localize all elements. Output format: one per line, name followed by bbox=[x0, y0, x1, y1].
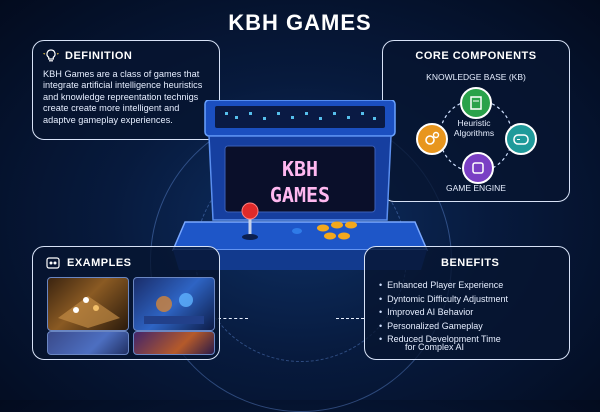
joystick-icon bbox=[241, 202, 259, 240]
core-heading: CORE COMPONENTS bbox=[415, 50, 537, 62]
gears-icon bbox=[425, 131, 440, 145]
cabinet-screen-line2: GAMES bbox=[270, 183, 330, 207]
book-icon bbox=[470, 96, 482, 110]
engine-label: GAME ENGINE bbox=[446, 183, 506, 193]
engine-node bbox=[462, 152, 494, 184]
page-title: KBH GAMES bbox=[228, 10, 372, 35]
examples-panel: EXAMPLES bbox=[32, 246, 220, 360]
definition-heading: DEFINITION bbox=[65, 50, 133, 62]
kb-label: KNOWLEDGE BASE (KB) bbox=[426, 72, 526, 82]
chip-icon bbox=[472, 162, 484, 174]
benefit-item: Personalized Gameplay bbox=[379, 320, 508, 334]
cabinet-screen-line1: KBH bbox=[282, 157, 318, 181]
arcade-buttons bbox=[292, 221, 357, 240]
benefit-item: Dyntomic Difficulty Adjustment bbox=[379, 293, 508, 307]
example-thumb-chess bbox=[47, 277, 129, 331]
chess-icon bbox=[46, 257, 60, 269]
kb-node bbox=[460, 87, 492, 119]
heuristic-node bbox=[416, 123, 448, 155]
examples-heading: EXAMPLES bbox=[67, 257, 132, 269]
connector-right-bottom bbox=[336, 318, 364, 319]
example-thumb-fantasy bbox=[133, 331, 215, 355]
benefits-panel: BENEFITS Enhanced Player Experience Dynt… bbox=[364, 246, 570, 360]
gamepad-icon bbox=[513, 134, 529, 145]
example-thumb-strategy bbox=[133, 277, 215, 331]
definition-panel: DEFINITION KBH Games are a class of game… bbox=[32, 40, 220, 140]
arcade-cabinet: KBH GAMES bbox=[171, 100, 429, 270]
core-components-panel: CORE COMPONENTS KNOWLEDGE BASE (KB) Heur… bbox=[382, 40, 570, 202]
benefit-item-continuation: for Complex AI bbox=[405, 342, 465, 352]
benefits-heading: BENEFITS bbox=[441, 257, 500, 269]
definition-text: KBH Games are a class of games that inte… bbox=[43, 69, 203, 125]
example-thumb-rpg bbox=[47, 331, 129, 355]
heuristic-label: Heuristic Algorithms bbox=[453, 118, 495, 138]
benefit-item: Reduced Development Time bbox=[379, 333, 508, 347]
connector-left-bottom bbox=[218, 318, 248, 319]
benefit-item: Improved AI Behavior bbox=[379, 306, 508, 320]
lightbulb-icon bbox=[43, 49, 59, 62]
benefits-list: Enhanced Player Experience Dyntomic Diff… bbox=[379, 279, 508, 347]
benefit-item: Enhanced Player Experience bbox=[379, 279, 508, 293]
controller-node bbox=[505, 123, 537, 155]
